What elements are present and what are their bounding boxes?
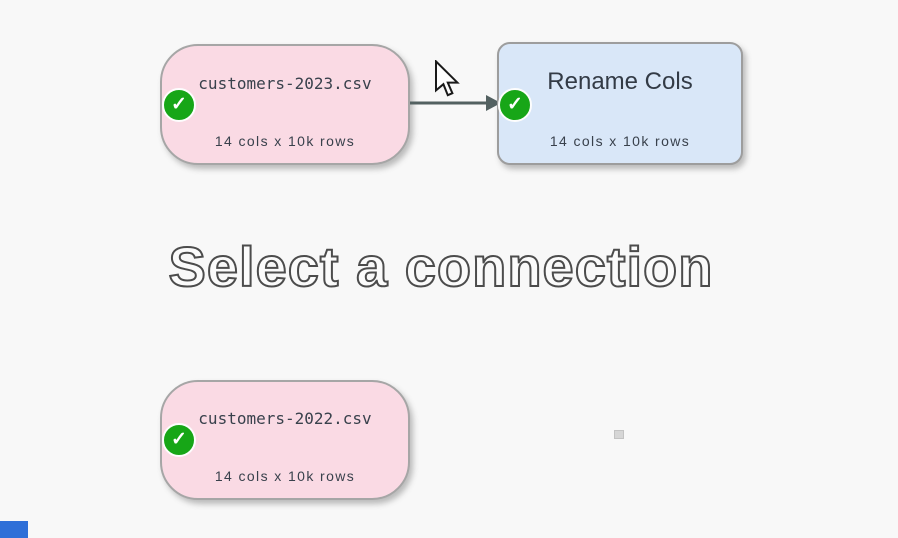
status-ok-icon: ✓	[498, 88, 532, 122]
node-customers-2023-csv[interactable]: ✓ customers-2023.csv 14 cols x 10k rows	[160, 44, 410, 165]
node-status: 14 cols x 10k rows	[549, 133, 691, 149]
node-status: 14 cols x 10k rows	[214, 133, 356, 149]
node-title: customers-2023.csv	[198, 74, 372, 93]
connection-arrow[interactable]	[408, 91, 503, 115]
node-customers-2022-csv[interactable]: ✓ customers-2022.csv 14 cols x 10k rows	[160, 380, 410, 500]
status-ok-icon: ✓	[162, 423, 196, 457]
partial-node-fragment	[0, 521, 28, 538]
status-ok-icon: ✓	[162, 88, 196, 122]
node-title: customers-2022.csv	[198, 409, 372, 428]
watermark-select-connection: Select a connection	[168, 234, 714, 299]
node-title: Rename Cols	[547, 68, 693, 95]
canvas-dot	[614, 430, 624, 439]
node-status: 14 cols x 10k rows	[214, 468, 356, 484]
mouse-cursor-icon	[435, 60, 460, 97]
node-rename-cols[interactable]: ✓ Rename Cols 14 cols x 10k rows	[497, 42, 743, 165]
